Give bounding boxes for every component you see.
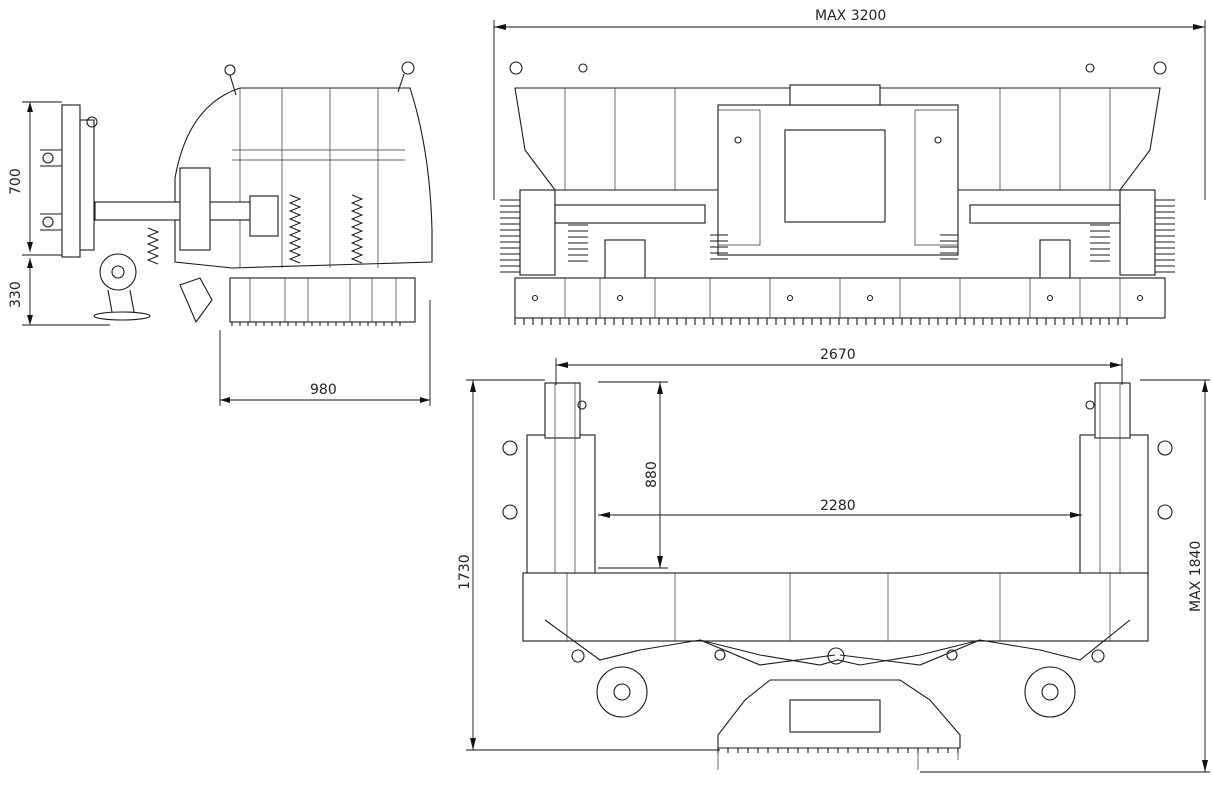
front-dimensions: MAX 3200: [493, 8, 1206, 200]
depth-label: 1730: [457, 554, 473, 590]
max-depth-label: MAX 1840: [1188, 541, 1204, 612]
arm-length-label: 880: [644, 461, 660, 488]
front-view: [500, 61, 1175, 325]
side-lower-height-label: 330: [8, 281, 24, 308]
inner-width-label: 2280: [820, 498, 856, 514]
top-dimensions: 2670 2280 880 1730 MAX 1840: [457, 347, 1210, 773]
side-view: [40, 61, 433, 326]
side-depth-label: 980: [310, 382, 337, 398]
side-upper-height-label: 700: [8, 168, 24, 195]
max-width-label: MAX 3200: [815, 8, 886, 24]
side-dimensions: 700 330 980: [8, 101, 431, 406]
top-view: [502, 382, 1173, 770]
outer-width-label: 2670: [820, 347, 856, 363]
